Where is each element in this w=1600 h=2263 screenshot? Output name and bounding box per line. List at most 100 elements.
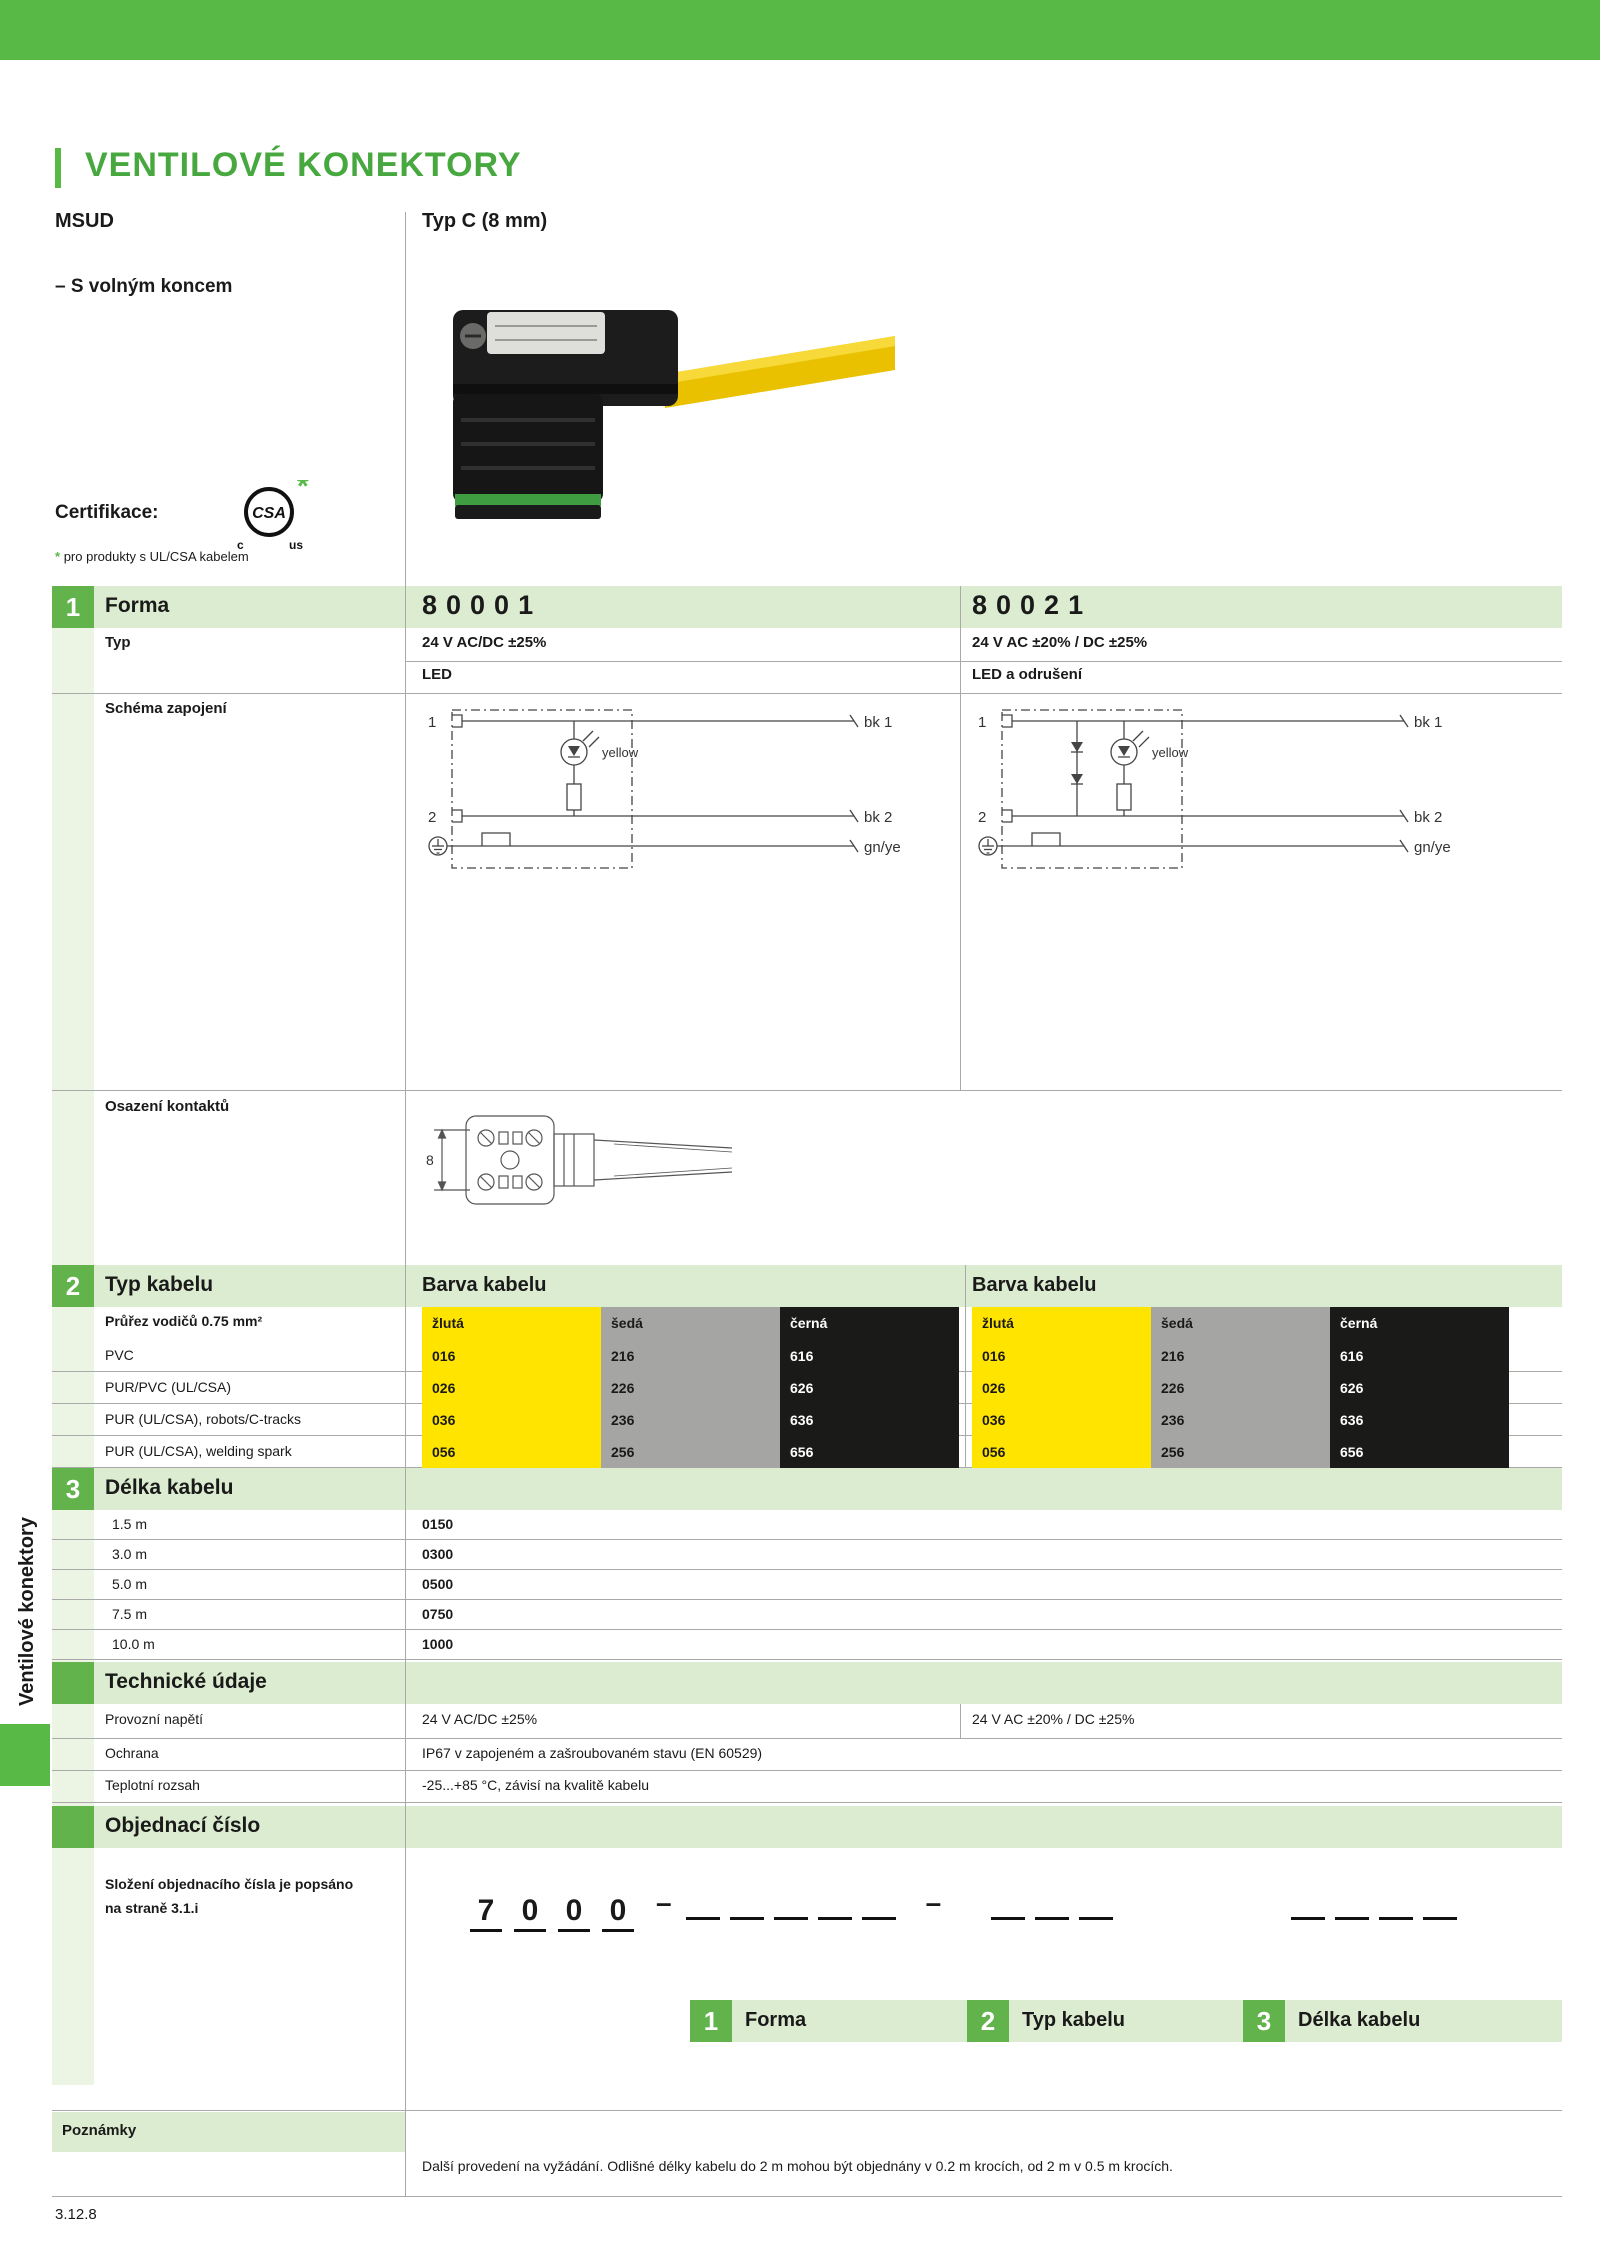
- cable-color-group-divider: [965, 1265, 966, 1468]
- product-photo: [453, 310, 895, 519]
- title-tick: [55, 148, 61, 188]
- order-prefix-digit: 0: [514, 1894, 546, 1932]
- sidebar-vertical-label: Ventilové konektory: [16, 1517, 38, 1706]
- led-color-label: yellow: [602, 745, 639, 760]
- rule: [52, 1770, 1562, 1771]
- pin2-label: 2: [428, 809, 436, 826]
- product-series: MSUD: [55, 210, 114, 232]
- wiring-diagram-80001: 1 2 bk 1 bk 2 gn/ye yellow: [428, 709, 901, 869]
- top-accent-bar: [0, 0, 1600, 60]
- wire-bk2-label: bk 2: [864, 809, 892, 826]
- color-header-zluta: žlutá: [972, 1307, 1151, 1340]
- svg-text:us: us: [289, 538, 303, 552]
- band-technicke-udaje: [52, 1662, 1562, 1704]
- cable-code-cell: 026: [972, 1372, 1151, 1404]
- order-blank: [1035, 1884, 1070, 1920]
- pin2-label: 2: [978, 809, 986, 826]
- cable-code-cell: 656: [1330, 1436, 1509, 1468]
- tech-row-value: IP67 v zapojeném a zašroubovaném stavu (…: [422, 1745, 763, 1761]
- cable-code-cell: 626: [1330, 1372, 1509, 1404]
- legend-label-typ-kabelu: Typ kabelu: [1022, 2009, 1125, 2031]
- section-label-delka: Délka kabelu: [105, 1476, 234, 1499]
- section-marker-tech: [52, 1662, 94, 1704]
- wiring-diagram-80021: 1 2 bk 1 bk 2 gn/ye yellow: [978, 709, 1451, 869]
- rule: [52, 1090, 1562, 1091]
- led-color-label: yellow: [1152, 745, 1189, 760]
- cable-code-cell: 036: [422, 1404, 601, 1436]
- order-prefix-digit: 7: [470, 1894, 502, 1932]
- certification-label: Certifikace:: [55, 502, 159, 523]
- cable-code-cell: 236: [601, 1404, 780, 1436]
- cable-code-cell: 616: [780, 1340, 959, 1372]
- rule: [52, 1539, 1562, 1540]
- rule: [52, 1802, 1562, 1803]
- cable-code-cell: 636: [1330, 1404, 1509, 1436]
- band-poznamky: [52, 2112, 405, 2152]
- variant-column-divider: [960, 586, 961, 1091]
- cable-code-cell: 256: [601, 1436, 780, 1468]
- cable-code-cell: 626: [780, 1372, 959, 1404]
- order-note-line1: Složení objednacího čísla je popsáno: [105, 1876, 354, 1892]
- cable-code-cell: 016: [972, 1340, 1151, 1372]
- cable-type-label: PVC: [105, 1347, 134, 1363]
- cable-code-cell: 226: [601, 1372, 780, 1404]
- form-code-80001: 80001: [422, 590, 543, 620]
- rule: [405, 661, 1562, 662]
- cable-type-label: PUR/PVC (UL/CSA): [105, 1379, 232, 1395]
- sidebar-green-marker: [0, 1724, 50, 1786]
- cable-code-cell: 656: [780, 1436, 959, 1468]
- voltage-col2: 24 V AC ±20% / DC ±25%: [972, 634, 1148, 651]
- cable-code-cell: 026: [422, 1372, 601, 1404]
- legend-number-3: 3: [1243, 2000, 1285, 2042]
- order-blank: [1379, 1884, 1414, 1920]
- section-label-forma: Forma: [105, 594, 170, 617]
- order-dash: –: [925, 1887, 942, 1918]
- rule: [52, 1738, 1562, 1739]
- legend-number-2: 2: [967, 2000, 1009, 2042]
- csa-logo: CSA c us *: [237, 480, 309, 552]
- length-label: 1.5 m: [112, 1516, 148, 1532]
- section-number-3: 3: [52, 1468, 94, 1510]
- tech-row-label: Ochrana: [105, 1745, 159, 1761]
- order-blank: [1335, 1884, 1370, 1920]
- order-blank: [817, 1884, 852, 1920]
- tech-row-value: 24 V AC ±20% / DC ±25%: [972, 1711, 1135, 1727]
- length-code: 1000: [422, 1636, 454, 1652]
- notes-label: Poznámky: [62, 2122, 137, 2139]
- rule: [52, 1629, 1562, 1630]
- order-blank: [685, 1884, 720, 1920]
- band-forma: [52, 586, 1562, 628]
- rule: [52, 2110, 1562, 2111]
- page-title: VENTILOVÉ KONEKTORY: [85, 146, 522, 184]
- length-code: 0300: [422, 1546, 454, 1562]
- footnote-star: *: [55, 549, 61, 564]
- rule: [52, 1659, 1562, 1660]
- pin1-label: 1: [428, 714, 436, 731]
- order-blank: [1423, 1884, 1458, 1920]
- section-number-2: 2: [52, 1265, 94, 1307]
- order-blank: [991, 1884, 1026, 1920]
- band-legend: [690, 2000, 1562, 2042]
- rule: [52, 2196, 1562, 2197]
- order-blank: [1079, 1884, 1114, 1920]
- rule: [52, 1569, 1562, 1570]
- cable-code-cell: 256: [1151, 1436, 1330, 1468]
- section-number-1: 1: [52, 586, 94, 628]
- dimension-label: 8: [426, 1152, 434, 1168]
- cable-code-cell: 036: [972, 1404, 1151, 1436]
- wire-bk2-label: bk 2: [1414, 809, 1442, 826]
- cable-code-cell: 616: [1330, 1340, 1509, 1372]
- cable-code-cell: 016: [422, 1340, 601, 1372]
- order-blank: [861, 1884, 896, 1920]
- tech-row-value: -25...+85 °C, závisí na kvalitě kabelu: [422, 1777, 649, 1793]
- form-code-80021: 80021: [972, 590, 1093, 620]
- svg-text:CSA: CSA: [252, 505, 286, 522]
- section-label-tech: Technické údaje: [105, 1670, 267, 1693]
- cable-code-cell: 216: [1151, 1340, 1330, 1372]
- typ-row-label: Typ: [105, 634, 131, 651]
- color-header-zluta: žlutá: [422, 1307, 601, 1340]
- schema-row-label: Schéma zapojení: [105, 700, 227, 717]
- legend-label-delka: Délka kabelu: [1298, 2009, 1421, 2031]
- band-typ-kabelu: [52, 1265, 1562, 1307]
